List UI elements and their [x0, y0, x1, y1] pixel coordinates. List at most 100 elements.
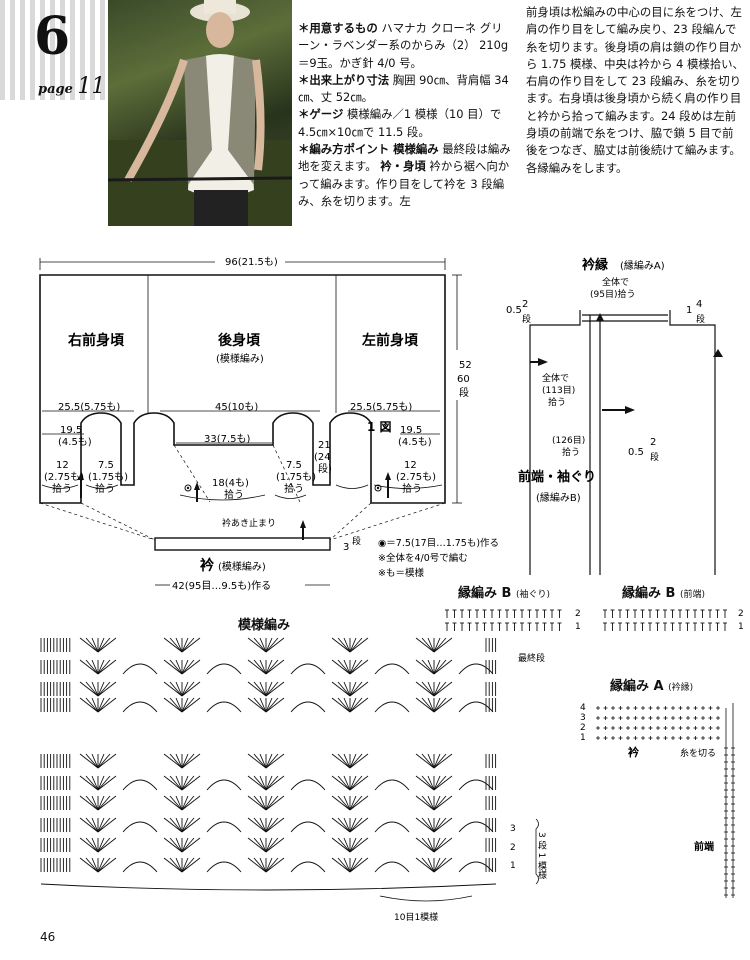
svg-text:糸を切る: 糸を切る	[680, 747, 716, 759]
svg-text:18(4も): 18(4も)	[212, 477, 249, 489]
svg-text:拾う: 拾う	[402, 482, 422, 495]
pattern-number: 6	[34, 6, 71, 67]
body-text: 衿から裾へ向かって編みます。作り目をして衿を 3 段編み、糸を切ります。左	[298, 159, 510, 208]
note-1: ◉＝7.5(17目…1.75も)作る	[378, 537, 499, 549]
svg-text:2: 2	[522, 299, 528, 310]
height-b: 60	[457, 374, 470, 385]
svg-text:2: 2	[510, 843, 516, 853]
height-a: 52	[459, 360, 472, 371]
svg-text:2: 2	[738, 609, 744, 619]
svg-text:1: 1	[575, 622, 581, 632]
svg-text:衿: 衿	[628, 745, 639, 759]
note-3: ※も＝模様	[378, 567, 424, 579]
back-sub: (模様編み)	[216, 352, 264, 365]
svg-text:全体で: 全体で	[542, 372, 569, 384]
svg-text:3: 3	[343, 542, 349, 553]
back-label: 後身頃	[218, 332, 261, 349]
fig-label: 1 図	[367, 420, 392, 434]
svg-text:拾う: 拾う	[95, 482, 115, 495]
gauge-body: 模様編み／1 模様（10 目）で 4.5㎝×10㎝で 11.5 段。	[298, 107, 502, 139]
svg-text:19.5: 19.5	[400, 425, 422, 436]
svg-text:(126目): (126目)	[552, 435, 585, 446]
materials-body: ハマナカ クローネ グリーン・ラベンダー系のからみ（2） 210g＝9玉。かぎ針…	[298, 21, 509, 70]
svg-text:(2.75も): (2.75も)	[44, 471, 84, 483]
note-2: ※全体を4/0号で編む	[378, 552, 468, 564]
dim-neck-w: 33(7.5も)	[204, 433, 251, 445]
page-number: 46	[40, 930, 56, 944]
width-total: 96(21.5も)	[225, 256, 278, 268]
edging-b-front-title: 縁編み B (前端)	[622, 586, 705, 601]
point-body: 最終段は編み地を変えます。	[298, 142, 511, 174]
gauge-head: ＊ゲージ	[298, 107, 344, 122]
edging-b-sleeve-title: 縁編み B (袖ぐり)	[458, 586, 550, 601]
svg-text:2: 2	[575, 609, 581, 619]
main-pattern-chart: 最終段 3 2 1 3 段 1 模様 10目1模様	[40, 637, 547, 923]
svg-text:段): 段)	[318, 462, 332, 475]
svg-text:1: 1	[580, 733, 586, 743]
svg-text:0.5: 0.5	[506, 305, 522, 316]
svg-text:1: 1	[686, 305, 692, 316]
main-chart-title: 模様編み	[238, 618, 291, 633]
svg-text:(24: (24	[314, 452, 331, 463]
svg-text:4: 4	[580, 703, 586, 713]
model-photo	[108, 0, 292, 226]
svg-text:最終段: 最終段	[518, 652, 545, 664]
collar-rect	[154, 537, 331, 551]
svg-text:全体で: 全体で	[602, 276, 629, 288]
collar-width: 42(95目…9.5も)作る	[172, 580, 271, 592]
svg-text:4: 4	[696, 299, 702, 310]
svg-text:3: 3	[580, 713, 586, 723]
svg-text:21: 21	[318, 440, 331, 451]
svg-text:1: 1	[738, 622, 744, 632]
edging-a-title: 縁編み A (衿縁)	[610, 679, 694, 694]
svg-text:(1.75も): (1.75も)	[276, 471, 316, 483]
svg-text:拾う: 拾う	[52, 482, 72, 495]
body-head: 衿・身頃	[380, 159, 426, 174]
size-head: ＊出来上がり寸法	[298, 72, 390, 87]
svg-text:0.5: 0.5	[628, 447, 644, 458]
right-front-label: 右前身頃	[67, 332, 125, 349]
svg-text:(95目)拾う: (95目)拾う	[590, 288, 635, 300]
svg-text:拾う: 拾う	[548, 396, 566, 408]
svg-text:段: 段	[650, 451, 659, 463]
collar-label: 衿	[200, 557, 215, 574]
svg-text:7.5: 7.5	[98, 460, 114, 471]
point-head: ＊編み方ポイント 模様編み	[298, 142, 439, 157]
svg-text:12: 12	[56, 460, 69, 471]
svg-text:段: 段	[522, 313, 531, 325]
svg-text:拾う: 拾う	[224, 488, 244, 501]
svg-text:(2.75も): (2.75も)	[396, 471, 436, 483]
materials-text: ＊用意するもの ハマナカ クローネ グリーン・ラベンダー系のからみ（2） 210…	[298, 20, 513, 210]
svg-text:(4.5も): (4.5も)	[398, 436, 432, 448]
svg-text:(模様編み): (模様編み)	[218, 560, 266, 573]
size-body: 胸囲 90㎝、背肩幅 34㎝、丈 52㎝。	[298, 72, 509, 105]
header-stripes	[0, 0, 108, 100]
instructions-text: 前身頃は松編みの中心の目に糸をつけ、左肩の作り目をして編み戻り、23 段編んで糸…	[526, 5, 744, 175]
svg-text:拾う: 拾う	[284, 482, 304, 495]
svg-text:3: 3	[510, 824, 516, 834]
dim-front-w-right: 25.5(5.75も)	[58, 401, 120, 413]
edging-a-chart: 4 3 2 1 衿 糸を切る 前端	[580, 703, 735, 898]
svg-text:前端: 前端	[694, 840, 714, 853]
svg-text:(1.75も): (1.75も)	[88, 471, 128, 483]
neck-stop-label: 衿あき止まり	[222, 517, 276, 529]
dim-front-w-left: 25.5(5.75も)	[350, 401, 412, 413]
front-edge-label: 前端・袖ぐり	[518, 469, 596, 485]
svg-text:拾う: 拾う	[562, 446, 580, 458]
left-front-label: 左前身頃	[361, 332, 419, 349]
page-reference: page 11	[38, 74, 106, 99]
edging-diagram: 衿縁 (縁編みA) 全体で (95目)拾う 0.5 2 段 1 4 段 全体で …	[506, 257, 723, 575]
svg-text:1: 1	[510, 861, 516, 871]
repeat-label: 10目1模様	[394, 911, 438, 923]
svg-text:12: 12	[404, 460, 417, 471]
rows-per-repeat: 3 段 1 模様	[536, 832, 547, 879]
svg-text:(縁編みB): (縁編みB)	[536, 491, 581, 504]
dim-back-w: 45(10も)	[215, 401, 258, 413]
svg-text:2: 2	[650, 437, 656, 448]
edging-b-sleeve-chart: 2 1	[445, 609, 581, 632]
svg-text:段: 段	[352, 535, 361, 547]
height-unit: 段	[459, 386, 469, 399]
svg-text:(縁編みA): (縁編みA)	[620, 259, 665, 272]
svg-text:(113目): (113目)	[542, 385, 575, 396]
svg-text:2: 2	[580, 723, 586, 733]
